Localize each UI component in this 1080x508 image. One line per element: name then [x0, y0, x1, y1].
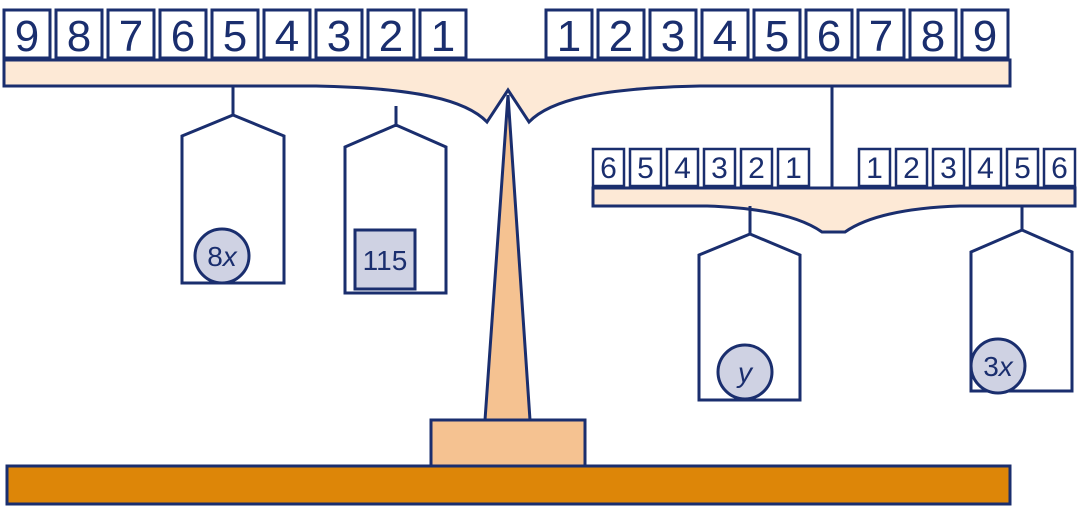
- sub-right-label: 6: [1051, 152, 1068, 185]
- stand-block: [429, 418, 587, 468]
- main-scale-left-labels: 9 8 7 6 5 4 3 2 1: [2, 8, 468, 61]
- sub-left-label: 5: [637, 152, 654, 185]
- main-right-label: 9: [973, 12, 997, 61]
- main-left-label: 2: [379, 12, 403, 61]
- sub-left-label: 1: [785, 152, 802, 185]
- ground-base: [5, 464, 1012, 506]
- main-left-label: 8: [67, 12, 91, 61]
- sub-right-pan: 3x: [969, 206, 1074, 395]
- sub-right-label: 1: [866, 152, 883, 185]
- sub-left-label: 3: [711, 152, 728, 185]
- sub-left-pan: y: [697, 206, 802, 402]
- main-left-label: 6: [171, 12, 195, 61]
- main-left-label: 5: [223, 12, 247, 61]
- sub-left-label: 2: [748, 152, 765, 185]
- weight-label-y: y: [736, 357, 754, 388]
- weight-8x: [193, 227, 251, 285]
- main-right-label: 2: [609, 12, 633, 61]
- main-left-pan: 8x: [180, 86, 286, 285]
- sub-right-label: 4: [977, 152, 994, 185]
- sub-scale-right-labels: 1 2 3 4 5 6: [857, 147, 1077, 188]
- main-left-label: 7: [119, 12, 143, 61]
- main-right-label: 1: [557, 12, 581, 61]
- weight-3x: [969, 337, 1027, 395]
- sub-left-label: 6: [600, 152, 617, 185]
- sub-left-label: 4: [674, 152, 691, 185]
- sub-right-label: 5: [1014, 152, 1031, 185]
- main-mid-pan: 115: [343, 106, 448, 295]
- stand-pillar: [483, 94, 532, 422]
- main-right-label: 3: [661, 12, 685, 61]
- main-right-label: 4: [713, 12, 737, 61]
- weight-label-3x: 3x: [983, 351, 1014, 382]
- main-right-label: 5: [765, 12, 789, 61]
- main-left-label: 9: [15, 12, 39, 61]
- main-beam: [2, 58, 1012, 125]
- weight-label-8x: 8x: [207, 241, 238, 272]
- main-right-label: 7: [869, 12, 893, 61]
- sub-scale-left-labels: 6 5 4 3 2 1: [591, 147, 811, 188]
- main-left-label: 3: [327, 12, 351, 61]
- main-right-label: 6: [817, 12, 841, 61]
- weight-115: [353, 228, 417, 291]
- main-right-label: 8: [921, 12, 945, 61]
- main-left-label: 4: [275, 12, 299, 61]
- weight-y: [716, 343, 774, 401]
- weight-label-115: 115: [363, 245, 408, 276]
- sub-right-label: 2: [903, 152, 920, 185]
- sub-beam: [591, 186, 1077, 234]
- sub-right-label: 3: [940, 152, 957, 185]
- main-scale-right-labels: 1 2 3 4 5 6 7 8 9: [544, 8, 1010, 61]
- main-left-label: 1: [431, 12, 455, 61]
